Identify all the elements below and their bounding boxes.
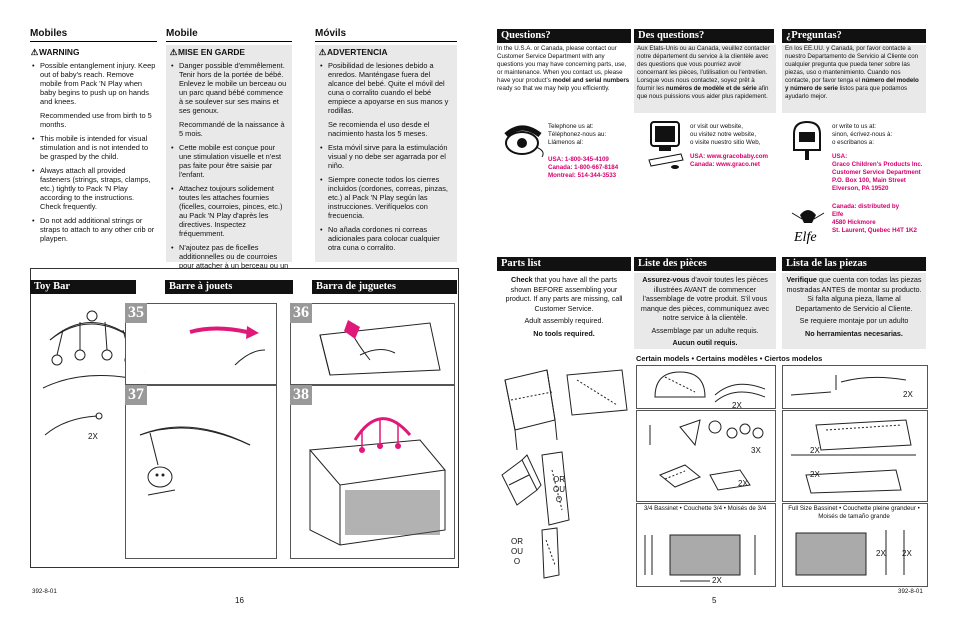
bassinet-34-label: 3/4 Bassinet • Couchette 3/4 • Moisés de… — [643, 505, 767, 512]
part-mobile-illustration — [649, 419, 764, 491]
warning-en: ⚠WARNING — [30, 47, 80, 57]
left-page-number: 16 — [235, 596, 244, 605]
warning-item: Esta móvil sirve para la estimulación vi… — [320, 143, 454, 170]
elfe-logo: Elfe — [791, 210, 825, 245]
warning-item: This mobile is intended for visual stimu… — [32, 134, 157, 161]
part-bassinet-34-illustration — [644, 534, 756, 582]
parts-es-text: Verifique que cuenta con todas las pieza… — [782, 273, 926, 349]
step-35-number: 35 — [125, 303, 147, 323]
part-bar-box — [782, 365, 928, 409]
qty-mobile: 3X — [751, 446, 761, 455]
telephone-icon — [504, 125, 544, 158]
phone-contact: Telephone us at:Téléphonez-nous au:Lláme… — [548, 123, 619, 179]
computer-icon — [648, 121, 684, 169]
step-38-number: 38 — [290, 385, 312, 405]
step-36-panel — [290, 303, 455, 385]
qty-2x-label: 2X — [88, 432, 98, 441]
mailbox-icon — [793, 120, 821, 160]
warning-fr: ⚠MISE EN GARDE — [169, 47, 246, 57]
warning-icon: ⚠ — [30, 47, 39, 57]
warning-es: ⚠ADVERTENCIA — [318, 47, 388, 57]
warning-item: Danger possible d'emmêlement. Tenir hors… — [171, 61, 289, 138]
usa-website-link[interactable]: USA: www.gracobaby.com — [690, 153, 769, 160]
part-canopy-box — [636, 365, 776, 409]
toy-bar-title-en: Toy Bar — [30, 280, 136, 294]
step-36-number: 36 — [290, 303, 312, 323]
canada-website-link[interactable]: Canada: www.graco.net — [690, 161, 760, 168]
qty-changer-a: 2X — [810, 446, 820, 455]
mobiles-es-column: ⚠ADVERTENCIA Posibilidad de lesiones deb… — [315, 45, 457, 262]
step-37-panel — [125, 385, 277, 559]
playard-parts-illustration — [501, 369, 628, 579]
mobiles-en-title: Mobiles — [30, 27, 157, 42]
toy-bar-title-es: Barra de juguetes — [312, 280, 457, 294]
mobiles-en-column: ⚠WARNING Possible entanglement injury. K… — [30, 45, 157, 248]
qty-organizer: 2X — [738, 479, 748, 488]
questions-es-title: ¿Preguntas? — [782, 29, 926, 43]
questions-fr-text: Aux Etats-Unis ou au Canada, veuillez co… — [634, 45, 776, 113]
step-38-illustration — [308, 417, 446, 546]
parts-fr-text: Assurez-vous d'avoir toutes les pièces i… — [634, 273, 776, 349]
part-bassinet-full-illustration — [795, 530, 905, 576]
warning-item: Posibilidad de lesiones debido a enredos… — [320, 61, 454, 138]
mobiles-fr-column: ⚠MISE EN GARDE Danger possible d'emmêlem… — [166, 45, 292, 279]
warning-item: Possible entanglement injury. Keep out o… — [32, 61, 157, 129]
qty-canopy: 2X — [732, 401, 742, 410]
left-footer-code: 392-8-01 — [32, 588, 57, 595]
warning-item: Siempre conecte todos los cierres inclui… — [320, 175, 454, 220]
parts-es-title: Lista de las piezas — [782, 257, 926, 271]
step-37-illustration — [139, 426, 251, 496]
warning-icon: ⚠ — [169, 47, 178, 57]
step-36-illustration — [319, 320, 441, 376]
right-footer-code: 392-8-01 — [898, 588, 923, 595]
mobiles-fr-title: Mobile — [166, 27, 292, 42]
warning-item: Attachez toujours solidement toutes les … — [171, 184, 289, 238]
web-contact: or visit our website,ou visitez notre we… — [690, 123, 780, 169]
qty-changer-b: 2X — [810, 470, 820, 479]
right-page-number: 5 — [712, 596, 717, 605]
part-bar-illustration — [790, 375, 907, 396]
qty-bassinet-full-a: 2X — [876, 549, 886, 558]
questions-fr-title: Des questions? — [634, 29, 774, 43]
bassinet-full-label: Full Size Bassinet • Couchette pleine gr… — [788, 505, 920, 520]
parts-en-title: Parts list — [497, 257, 631, 271]
part-changer-illustration — [791, 419, 916, 494]
step-35-illustration — [144, 326, 266, 373]
warning-icon: ⚠ — [318, 47, 327, 57]
mobiles-es-title: Móvils — [315, 27, 457, 42]
parts-fr-title: Liste des pièces — [634, 257, 776, 271]
qty-bassinet-full-b: 2X — [902, 549, 912, 558]
part-changer-box — [782, 410, 928, 502]
questions-en-title: Questions? — [497, 29, 631, 43]
warning-item: Always attach all provided fasteners (st… — [32, 166, 157, 211]
warning-item: Do not add additional strings or straps … — [32, 216, 157, 243]
elfe-logo-text: Elfe — [793, 230, 817, 245]
part-mobile-box — [636, 410, 776, 502]
warning-item: Cette mobile est conçue pour une stimula… — [171, 143, 289, 179]
step-37-number: 37 — [125, 385, 147, 405]
warning-item: No añada cordones ni correas adicionales… — [320, 225, 454, 252]
qty-bar: 2X — [903, 390, 913, 399]
mail-contact: or write to us at:sinon, écrivez-nous à:… — [832, 123, 923, 234]
toy-bar-title-fr: Barre à jouets — [165, 280, 293, 294]
qty-bassinet-34: 2X — [712, 576, 722, 585]
questions-es-text: En los EE.UU. y Canadá, por favor contac… — [782, 45, 926, 113]
questions-en-text: In the U.S.A. or Canada, please contact … — [497, 45, 630, 92]
models-line: Certain models • Certains modèles • Cier… — [636, 354, 823, 363]
part-canopy-illustration — [654, 371, 766, 403]
parts-en-text: Check that you have all the parts shown … — [505, 275, 623, 338]
